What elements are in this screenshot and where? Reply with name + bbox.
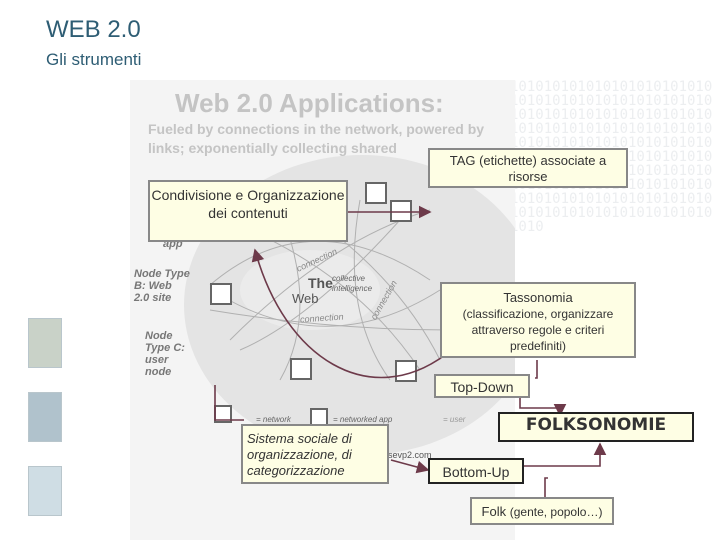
callout-tassonomia: Tassonomia (classificazione, organizzare… [440,282,636,358]
user-node-icon-1 [290,358,312,380]
legend-networked-app: = networked app [333,415,393,424]
arrow-to-condivisione [251,248,446,379]
decor-square-2 [28,392,62,442]
folk-label: Folk [481,504,507,519]
figure-subtitle: Fueled by connections in the network, po… [148,121,485,156]
node-type-b-label: Node Type B: Web 2.0 site [134,268,190,304]
decor-square-3 [28,466,62,516]
center-the: The [308,275,333,291]
arrow-topdown-folksonomie [519,398,567,417]
legend-user: = user [443,415,466,424]
line-folk-bottomup [544,477,548,497]
slide-subtitle: Gli strumenti [46,50,142,69]
slide-title: WEB 2.0 [46,16,141,43]
folk-paren: (gente, popolo…) [509,505,603,519]
callout-condivisione: Condivisione e Organizzazione dei conten… [148,180,348,242]
arrow-to-bottomup [390,459,430,474]
arrow-bottomup-folksonomie [522,442,607,467]
figure-credit: sevp2.com [388,450,432,460]
node-type-c-label: Node Type C: user node [145,330,185,378]
line-tassonomia-topdown [535,360,538,379]
arrow-to-sistema [214,385,244,421]
callout-folksonomie: FOLKSONOMIE [498,412,694,442]
tassonomia-title: Tassonomia [503,290,573,305]
tassonomia-body: (classificazione, organizzare attraverso… [462,307,614,353]
callout-tag: TAG (etichette) associate a risorse [428,148,628,188]
callout-topdown: Top-Down [434,374,530,398]
callout-bottomup: Bottom-Up [428,458,524,484]
center-web: Web [292,291,319,306]
app-node-icon-2 [390,200,412,222]
site-node-icon [210,283,232,305]
collective-label: collective intelligence [332,274,373,293]
decor-square-1 [28,318,62,368]
callout-sistema: Sistema sociale di organizzazione, di ca… [241,424,389,484]
legend-network: = network [256,415,291,424]
callout-folk: Folk (gente, popolo…) [470,497,614,525]
app-node-icon-1 [365,182,387,204]
figure-title: Web 2.0 Applications: [175,88,444,118]
